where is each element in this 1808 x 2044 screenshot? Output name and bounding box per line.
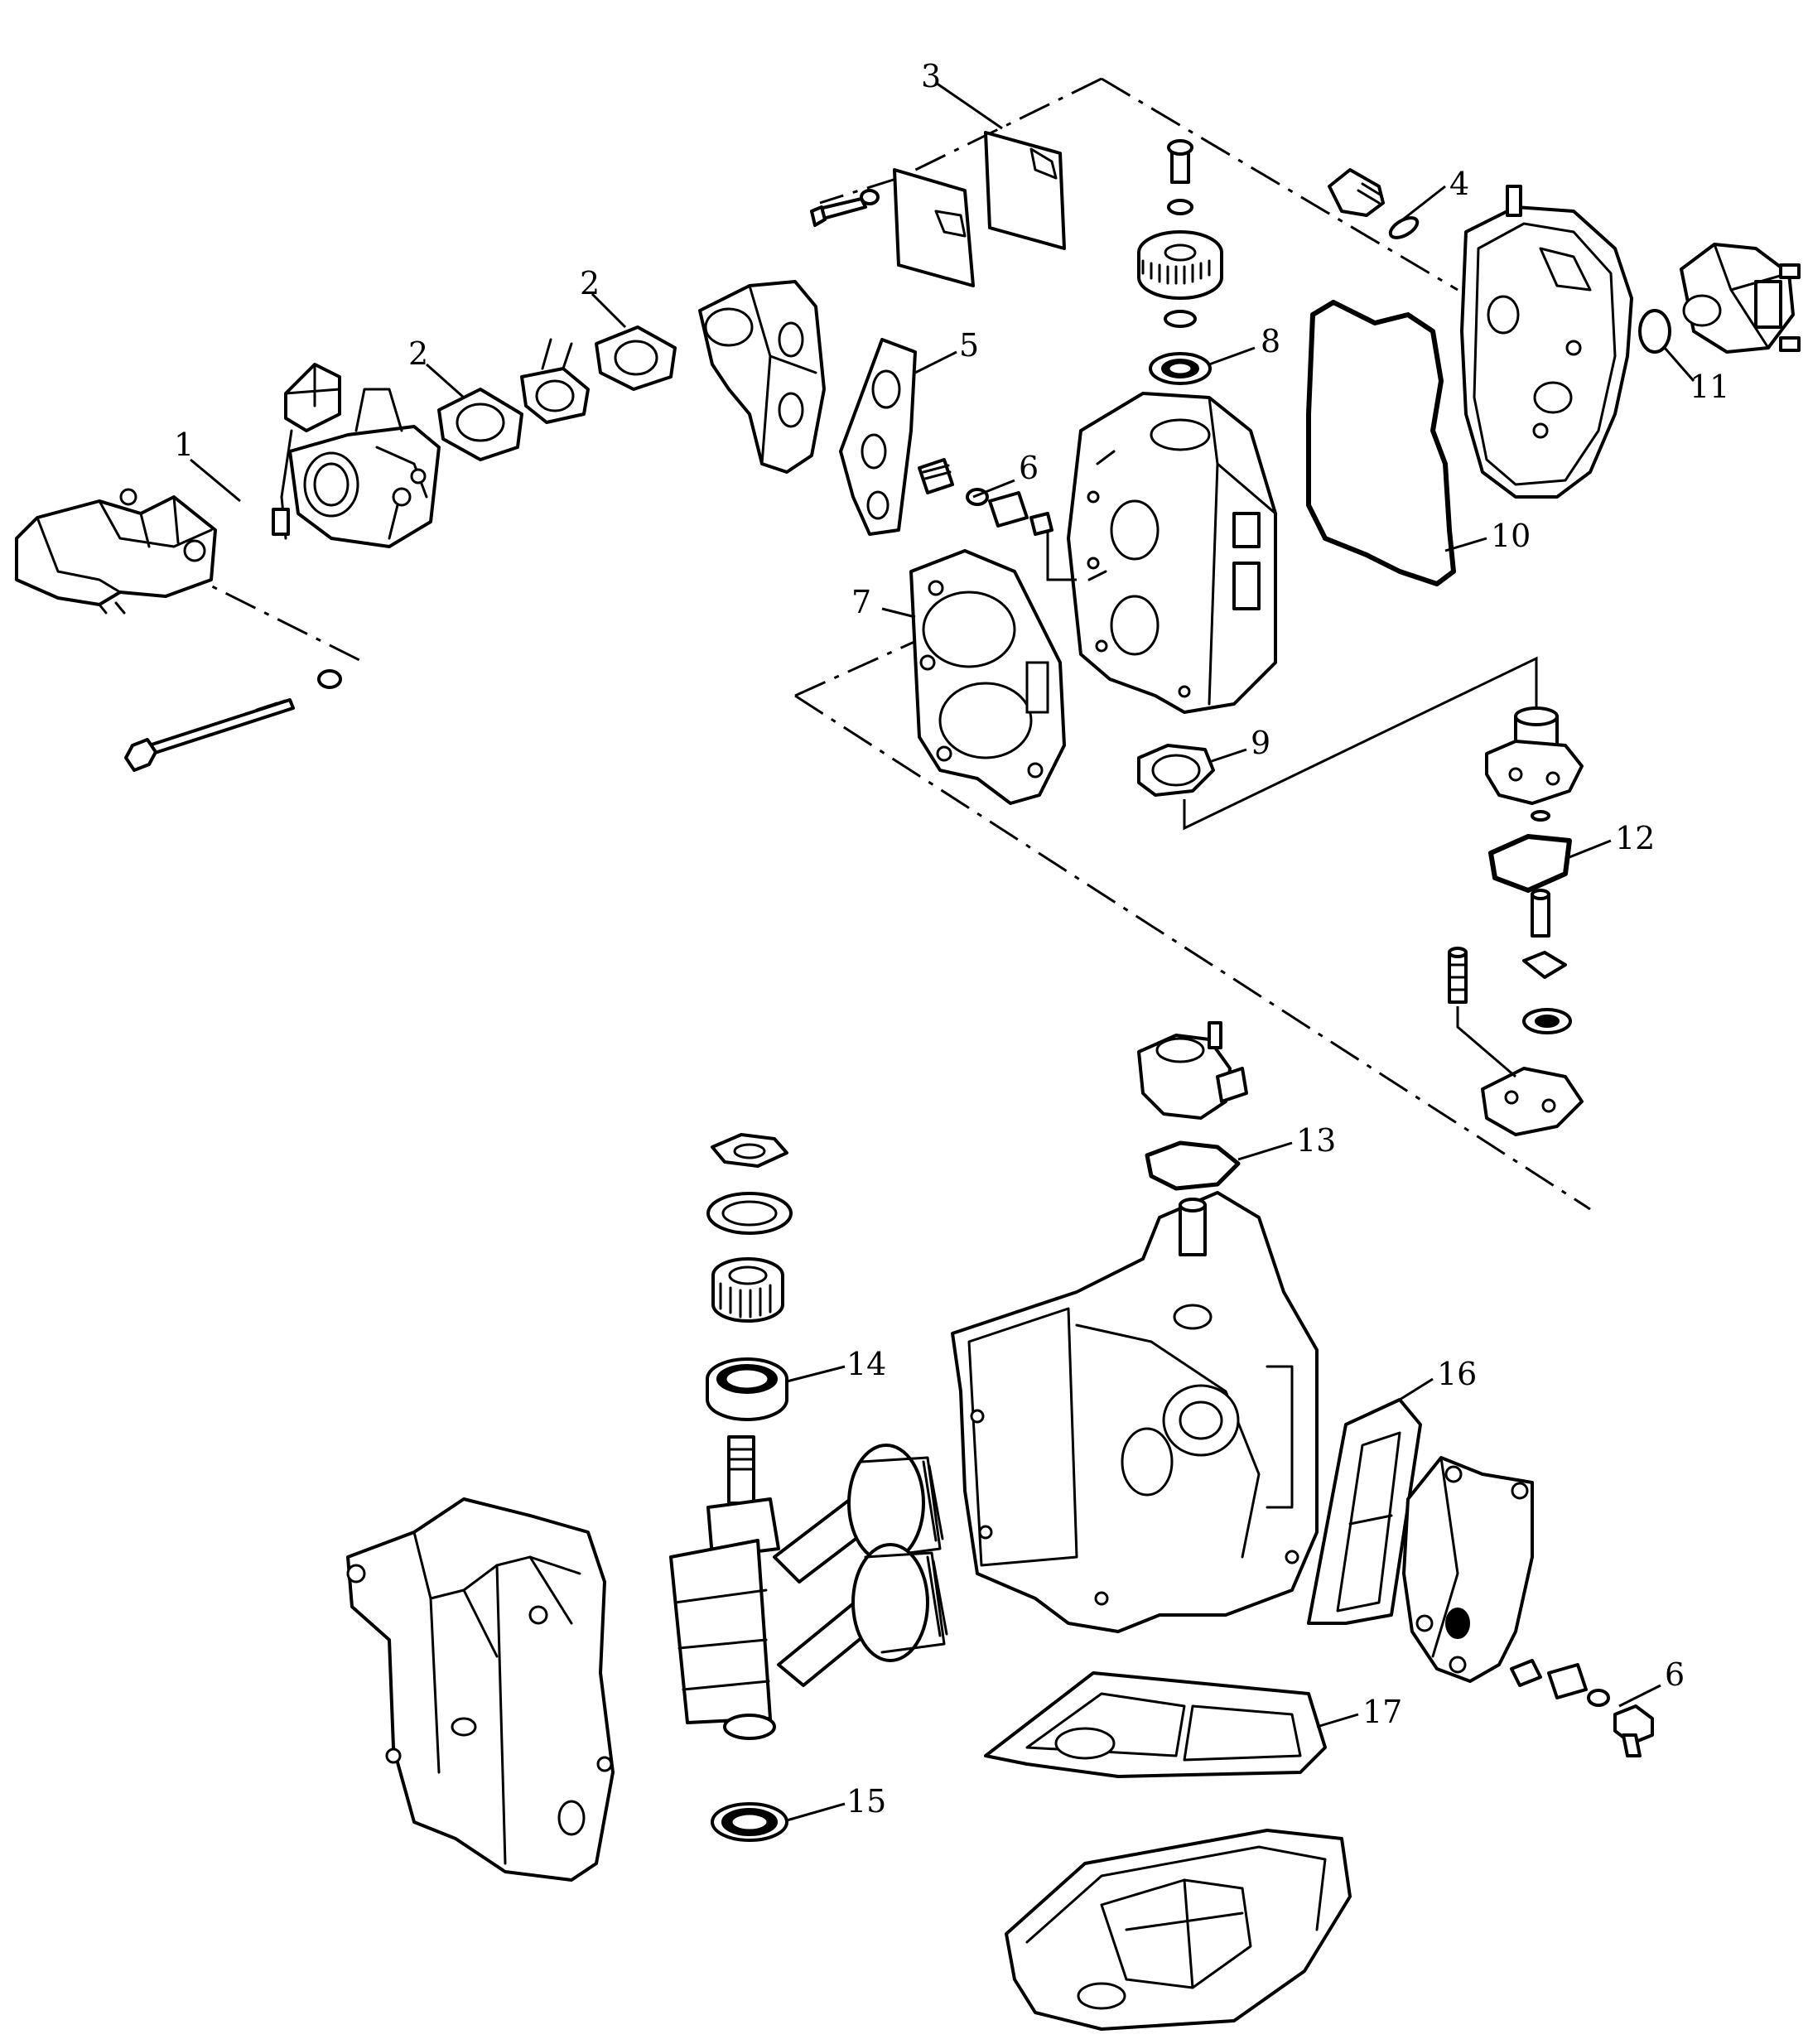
thermostat-cover[interactable] <box>1137 1021 1248 1191</box>
callout-6b: 6 <box>1665 1656 1685 1693</box>
head-gasket[interactable] <box>909 549 1066 805</box>
callout-3: 3 <box>921 58 941 94</box>
callout-11: 11 <box>1690 369 1729 405</box>
callout-1: 1 <box>174 427 194 463</box>
bearing-stack[interactable] <box>706 1133 793 1421</box>
callout-13: 13 <box>1296 1122 1336 1159</box>
carburetor[interactable] <box>272 363 441 548</box>
callout-8: 8 <box>1261 323 1280 359</box>
manifold-gasket[interactable] <box>595 325 677 391</box>
thermo-link-line <box>1183 656 1538 831</box>
callout-labels: 1 2 2 3 4 5 6 6 7 8 9 10 11 12 13 14 15 … <box>174 58 1729 1820</box>
silencer-bolt[interactable] <box>124 669 342 772</box>
oil-filler-cap[interactable] <box>1328 168 1420 242</box>
base-gasket[interactable] <box>984 1671 1327 1778</box>
callout-14: 14 <box>846 1346 886 1382</box>
head-sensor-line <box>1046 530 1077 581</box>
intake-spacer[interactable] <box>520 338 590 424</box>
relief-spring[interactable] <box>1448 947 1468 1004</box>
callout-15: 15 <box>846 1783 886 1820</box>
callout-16: 16 <box>1437 1356 1477 1392</box>
mount-plate[interactable] <box>839 338 917 536</box>
cylinder-head[interactable] <box>1067 392 1277 714</box>
callout-6a: 6 <box>1019 450 1039 486</box>
sensor-set-upper[interactable] <box>918 458 1053 536</box>
lower-seal[interactable] <box>711 1802 788 1842</box>
carb-gasket[interactable] <box>437 388 523 461</box>
callout-10: 10 <box>1491 518 1531 554</box>
oil-pump[interactable] <box>1481 706 1584 1136</box>
crankshaft-assembly[interactable] <box>669 1435 948 1740</box>
exhaust-cover[interactable] <box>1402 1456 1534 1683</box>
flywheel-pulley[interactable] <box>1137 139 1223 385</box>
crankcase[interactable] <box>346 1497 615 1882</box>
sensor-set-lower[interactable] <box>1510 1659 1654 1757</box>
valve-cover-seal[interactable] <box>1306 300 1456 586</box>
intake-manifold[interactable] <box>698 280 826 474</box>
callout-5: 5 <box>959 327 979 364</box>
assembly-dash-lines <box>173 77 1591 1211</box>
callout-4: 4 <box>1449 166 1469 202</box>
thermo-gasket[interactable] <box>1137 744 1215 797</box>
callout-12: 12 <box>1615 820 1655 856</box>
callout-9: 9 <box>1251 725 1270 761</box>
callout-7: 7 <box>851 584 871 620</box>
reed-covers[interactable] <box>810 131 1066 287</box>
intake-silencer[interactable] <box>15 488 217 615</box>
fuel-pump[interactable] <box>1638 243 1801 354</box>
cylinder-block[interactable] <box>951 1191 1319 1633</box>
callout-2a: 2 <box>408 335 428 372</box>
oil-pan[interactable] <box>1005 1829 1352 2031</box>
callout-17: 17 <box>1362 1694 1402 1730</box>
relief-link-line <box>1456 1006 1516 1078</box>
valve-cover[interactable] <box>1460 185 1633 499</box>
leader-lines <box>190 81 1695 1822</box>
exhaust-gasket[interactable] <box>1307 1398 1422 1625</box>
callout-2b: 2 <box>580 265 600 301</box>
